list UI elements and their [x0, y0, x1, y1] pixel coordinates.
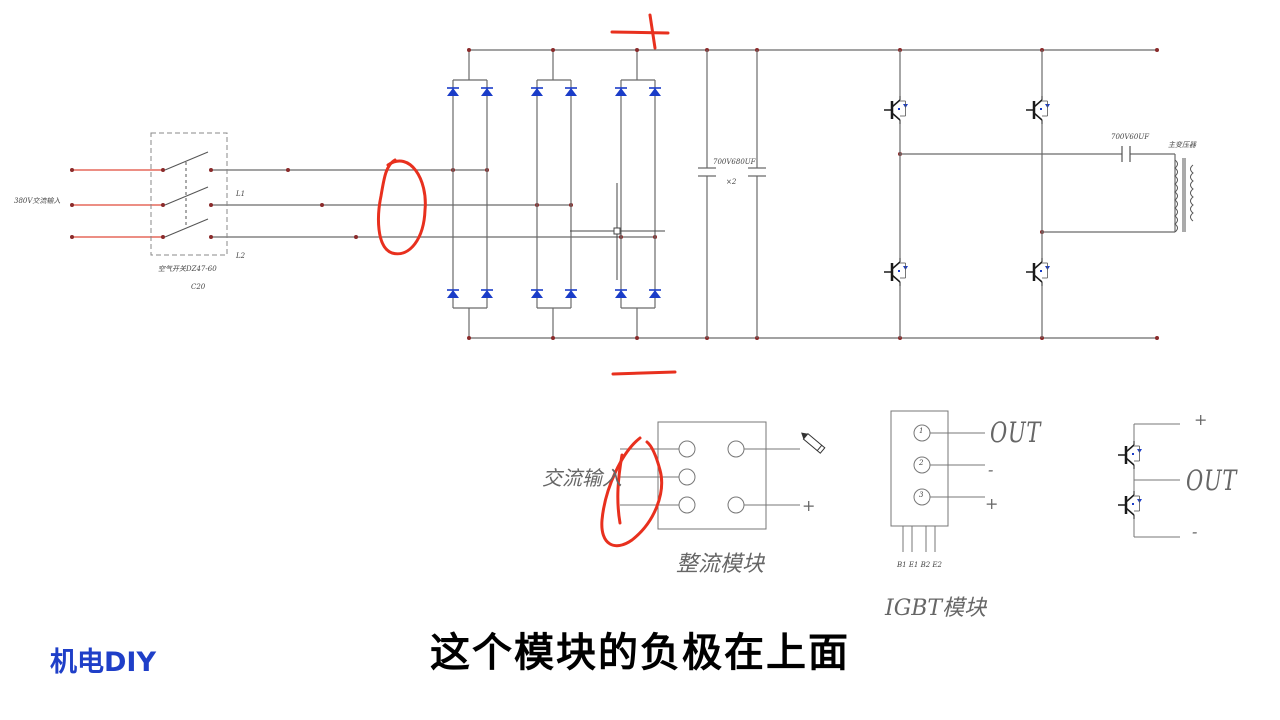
ac-input-wires [72, 169, 655, 238]
igbt-minus-label: - [988, 460, 994, 479]
igbt-module-title: IGBT模块 [885, 596, 987, 621]
rectifier-bridges [452, 79, 656, 309]
video-subtitle: 这个模块的负极在上面 [430, 630, 850, 676]
series-cap-label: 700V60UF [1111, 133, 1150, 141]
igbt-bridge [899, 50, 1176, 338]
ac-source-label: 380V交流输入 [14, 197, 61, 205]
transformer-label: 主变压器 [1168, 141, 1196, 149]
half-bridge-symbol [1133, 423, 1180, 538]
cap-bank-label: 700V680UF [713, 158, 756, 166]
igbt-pin1-label: 1 [919, 427, 924, 435]
rectifier-diodes [446, 87, 662, 299]
half-bridge-out-label: OUT [1186, 464, 1238, 497]
igbt-switches [882, 94, 1052, 288]
air-breaker [150, 132, 228, 256]
rectifier-module-drawing [620, 421, 800, 530]
cap-count-label: ×2 [726, 178, 737, 186]
line-l2-label: L2 [236, 252, 246, 260]
watermark-logo: 机电DIY [50, 647, 157, 678]
half-bridge-minus-label: - [1192, 522, 1198, 541]
igbt-out-label: OUT [990, 416, 1042, 449]
rectifier-plus-label: + [802, 496, 816, 515]
igbt-plus-label: + [985, 494, 999, 513]
breaker-model-label: 空气开关DZ47-60 [158, 265, 217, 273]
pencil-cursor-icon [801, 432, 826, 454]
igbt-gate-pins-label: B1 E1 B2 E2 [897, 561, 942, 569]
breaker-rating-label: C20 [191, 283, 206, 291]
junction-dots [70, 48, 1159, 340]
line-l1-label: L1 [236, 190, 246, 198]
series-capacitor [1121, 146, 1131, 162]
half-bridge-plus-label: + [1194, 410, 1208, 429]
igbt-pin2-label: 2 [919, 459, 924, 467]
rectifier-module-title: 整流模块 [676, 552, 765, 577]
main-transformer [1174, 158, 1194, 233]
igbt-module-drawing [890, 410, 985, 552]
cursor-crosshair [570, 183, 665, 280]
red-annotations [377, 13, 677, 548]
filter-capacitors [698, 50, 766, 338]
rectifier-ac-input-label: 交流输入 [542, 466, 622, 490]
igbt-pin3-label: 3 [919, 491, 924, 499]
